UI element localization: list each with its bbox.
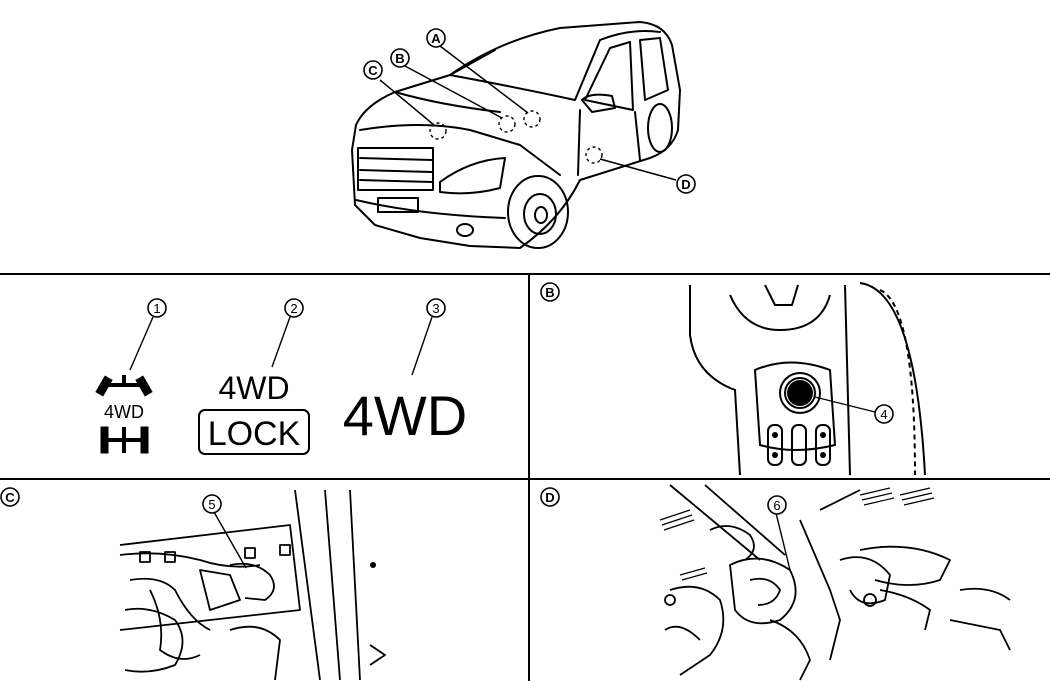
callout-6: 6 <box>773 498 780 513</box>
lock-indicator-top-text: 4WD <box>218 370 289 406</box>
callout-1: 1 <box>153 301 160 316</box>
panel-b-drawing: B 4 <box>540 282 926 476</box>
divider-middle <box>0 478 1050 480</box>
panel-d-drawing: D 6 <box>540 484 1011 681</box>
callout-4: 4 <box>880 407 887 422</box>
panel-d: D 6 <box>530 480 1050 681</box>
panel-d-label: D <box>545 490 554 505</box>
divider-top <box>0 273 1050 275</box>
vehicle-drawing: A B C D <box>351 21 696 249</box>
callout-2: 2 <box>290 301 297 316</box>
four-wheel-drive-icon <box>95 375 153 454</box>
callout-3: 3 <box>432 301 439 316</box>
callout-5: 5 <box>208 497 215 512</box>
divider-vertical <box>528 273 530 681</box>
indicator-panel: 1 2 3 4WD 4WD LOCK 4WD <box>0 275 528 478</box>
callout-c: C <box>368 63 378 78</box>
four-wd-large-text: 4WD <box>343 384 467 447</box>
panel-c: C 5 <box>0 480 528 681</box>
vehicle-overview: A B C D <box>0 0 1050 273</box>
panel-b: B 4 <box>530 275 1050 478</box>
callout-a: A <box>431 31 441 46</box>
callout-b: B <box>395 51 404 66</box>
panel-c-label: C <box>5 490 15 505</box>
icon-4wd-text: 4WD <box>104 402 144 422</box>
lock-indicator-box-text: LOCK <box>208 415 301 453</box>
indicator-drawing: 1 2 3 4WD 4WD LOCK 4WD <box>95 298 467 455</box>
callout-a-bubble <box>363 60 383 80</box>
panel-c-drawing: C 5 <box>0 487 386 681</box>
callout-d: D <box>681 177 690 192</box>
panel-b-label: B <box>545 285 554 300</box>
lock-indicator-box <box>198 409 310 455</box>
